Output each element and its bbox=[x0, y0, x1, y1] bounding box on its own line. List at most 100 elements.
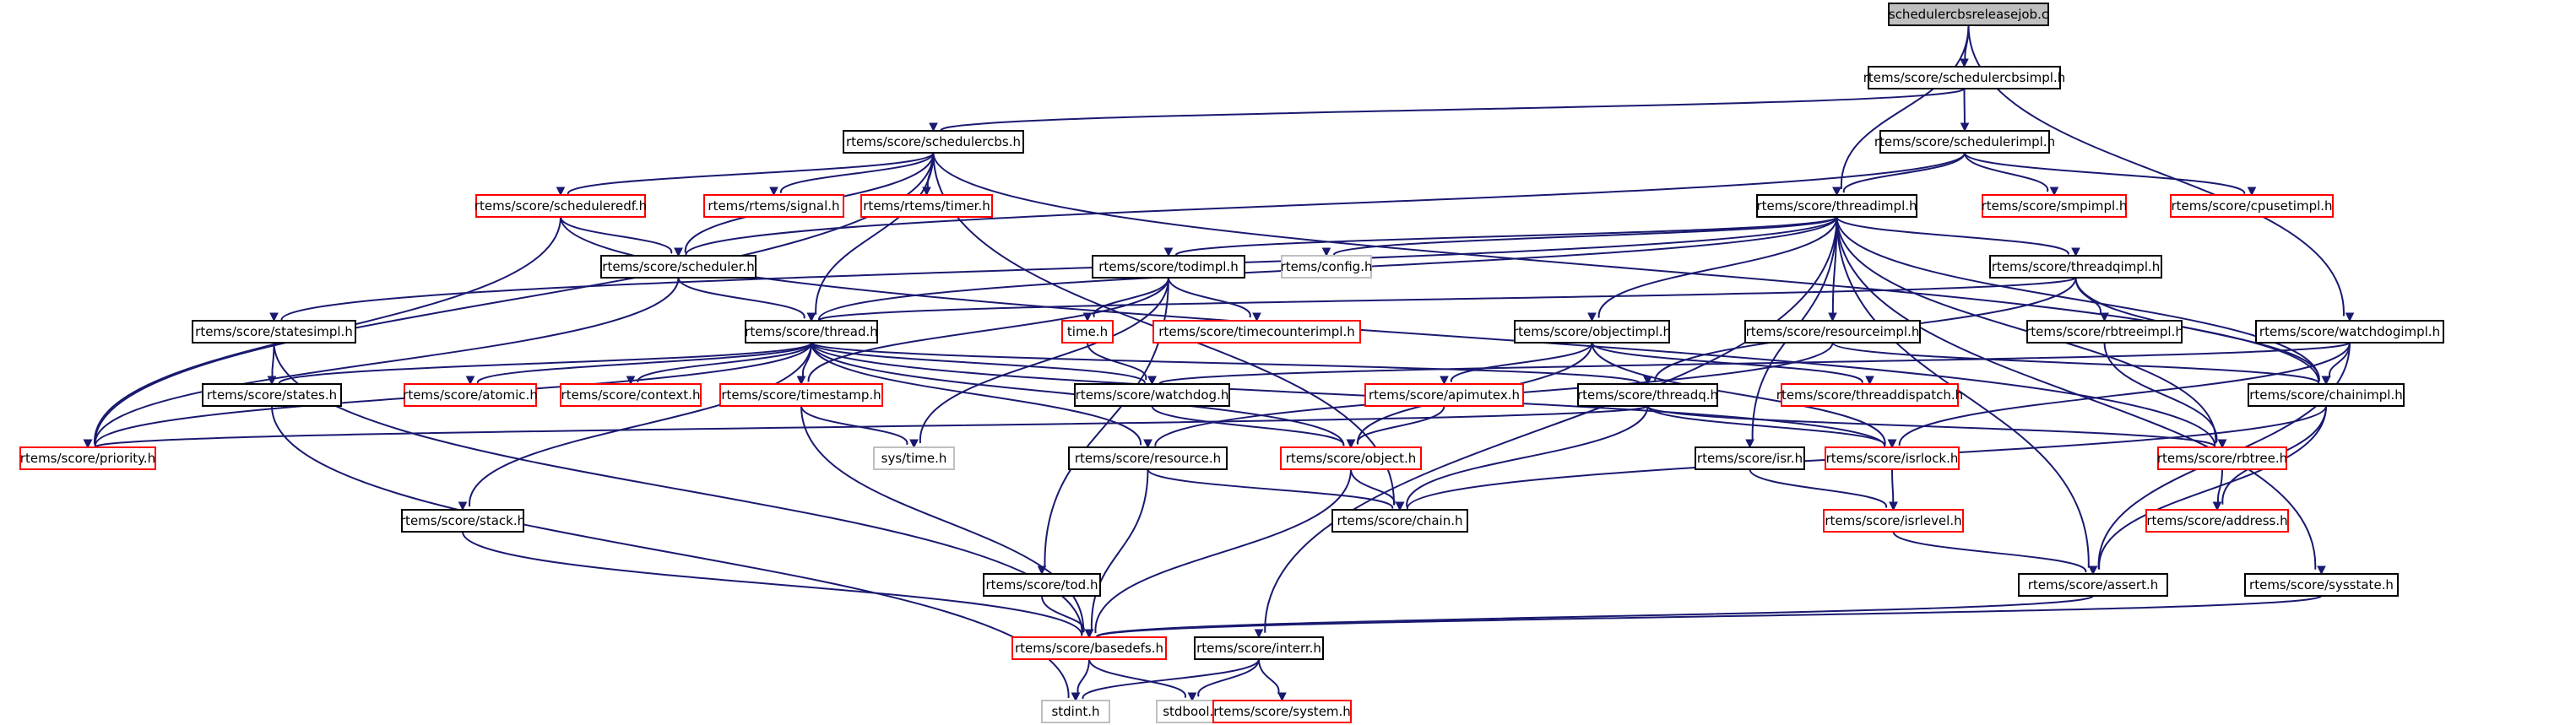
node-thread[interactable]: rtems/score/thread.h bbox=[745, 320, 878, 344]
node-label: rtems/score/statesimpl.h bbox=[195, 324, 353, 339]
node-box bbox=[1364, 383, 1524, 407]
node-box bbox=[2145, 509, 2289, 533]
node-scheduler[interactable]: rtems/score/scheduler.h bbox=[600, 255, 757, 279]
node-rbtree[interactable]: rtems/score/rbtree.h bbox=[2157, 446, 2287, 470]
node-label: rtems/score/thread.h bbox=[745, 324, 878, 339]
node-label: rtems/score/scheduleredf.h bbox=[475, 198, 647, 214]
node-address[interactable]: rtems/score/address.h bbox=[2145, 509, 2289, 533]
node-box bbox=[1868, 66, 2061, 89]
node-rbtreeimpl[interactable]: rtems/score/rbtreeimpl.h bbox=[2026, 320, 2183, 344]
node-object[interactable]: rtems/score/object.h bbox=[1280, 446, 1422, 470]
node-threaddispatch[interactable]: rtems/score/threaddispatch.h bbox=[1776, 383, 1963, 407]
node-smpimpl[interactable]: rtems/score/smpimpl.h bbox=[1982, 194, 2128, 218]
edge-line bbox=[1151, 405, 1345, 446]
node-timecounterimpl[interactable]: rtems/score/timecounterimpl.h bbox=[1152, 320, 1361, 344]
edge-line bbox=[94, 405, 1649, 448]
node-schedulercbsimpl[interactable]: rtems/score/schedulercbsimpl.h bbox=[1863, 66, 2066, 89]
node-signal[interactable]: rtems/rtems/signal.h bbox=[703, 194, 844, 218]
arrowhead bbox=[458, 501, 468, 511]
node-box bbox=[719, 383, 883, 407]
arrowhead bbox=[1745, 439, 1754, 449]
node-watchdog[interactable]: rtems/score/watchdog.h bbox=[1074, 383, 1230, 407]
node-apimutex[interactable]: rtems/score/apimutex.h bbox=[1364, 383, 1524, 407]
edge-threadq-to-rbtree bbox=[1646, 405, 2227, 449]
node-isrlock[interactable]: rtems/score/isrlock.h bbox=[1825, 446, 1960, 470]
node-box bbox=[1982, 194, 2127, 218]
node-label: stdbool.h bbox=[1163, 704, 1222, 719]
arrowhead bbox=[556, 187, 566, 197]
edge-schedulerimpl-to-cpusetimpl bbox=[1964, 152, 2257, 197]
edge-object-to-chain bbox=[1350, 468, 1405, 511]
node-schedulercbs[interactable]: rtems/score/schedulercbs.h bbox=[843, 130, 1024, 154]
edge-line bbox=[94, 277, 680, 446]
node-timestamp[interactable]: rtems/score/timestamp.h bbox=[719, 383, 883, 407]
node-system[interactable]: rtems/score/system.h bbox=[1212, 700, 1352, 723]
node-assert[interactable]: rtems/score/assert.h bbox=[2018, 573, 2168, 597]
edge-schedulercbsimpl-to-schedulerimpl bbox=[1960, 88, 1970, 133]
node-atomic[interactable]: rtems/score/atomic.h bbox=[403, 383, 538, 407]
arrowhead bbox=[83, 439, 93, 449]
node-chainimpl[interactable]: rtems/score/chainimpl.h bbox=[2248, 383, 2405, 407]
node-objectimpl[interactable]: rtems/score/objectimpl.h bbox=[1513, 320, 1671, 344]
node-sysstate[interactable]: rtems/score/sysstate.h bbox=[2244, 573, 2399, 597]
node-box bbox=[860, 194, 993, 218]
node-states[interactable]: rtems/score/states.h bbox=[202, 383, 342, 407]
node-basedefs[interactable]: rtems/score/basedefs.h bbox=[1011, 636, 1167, 660]
node-schedulerimpl[interactable]: rtems/score/schedulerimpl.h bbox=[1874, 130, 2055, 154]
edge-threadimpl-to-objectimpl bbox=[1587, 216, 1838, 322]
node-label: rtems/config.h bbox=[1281, 259, 1373, 274]
arrowhead bbox=[1147, 376, 1157, 386]
node-stack[interactable]: rtems/score/stack.h bbox=[400, 509, 525, 533]
node-priority[interactable]: rtems/score/priority.h bbox=[19, 446, 156, 470]
arrowhead bbox=[1587, 312, 1597, 322]
arrowhead bbox=[267, 376, 277, 386]
edge-line bbox=[800, 405, 908, 446]
edge-threadimpl-to-todimpl bbox=[1163, 216, 1838, 257]
node-timer[interactable]: rtems/rtems/timer.h bbox=[860, 194, 993, 218]
node-threadqimpl[interactable]: rtems/score/threadqimpl.h bbox=[1989, 255, 2162, 279]
node-label: rtems/score/resourceimpl.h bbox=[1746, 324, 1920, 339]
node-watchdogimpl[interactable]: rtems/score/watchdogimpl.h bbox=[2255, 320, 2444, 344]
node-isr[interactable]: rtems/score/isr.h bbox=[1695, 446, 1805, 470]
node-label: rtems/score/scheduler.h bbox=[602, 259, 754, 274]
node-statesimpl[interactable]: rtems/score/statesimpl.h bbox=[192, 320, 356, 344]
edge-schedulercbsimpl-to-schedulercbs bbox=[929, 88, 1966, 133]
node-threadimpl[interactable]: rtems/score/threadimpl.h bbox=[1756, 194, 1917, 218]
node-box bbox=[1756, 194, 1917, 218]
node-layer: schedulercbsreleasejob.crtems/score/sche… bbox=[19, 3, 2444, 723]
node-label: rtems/score/chainimpl.h bbox=[2249, 387, 2402, 403]
arrowhead bbox=[1887, 439, 1897, 449]
node-interr[interactable]: rtems/score/interr.h bbox=[1194, 636, 1324, 660]
edge-root-to-threadimpl bbox=[1832, 24, 1970, 197]
node-box bbox=[192, 320, 356, 344]
edge-watchdogimpl-to-watchdog bbox=[1147, 342, 2351, 386]
node-scheduleredf[interactable]: rtems/score/scheduleredf.h bbox=[475, 194, 647, 218]
node-box bbox=[1068, 446, 1228, 470]
node-isrlevel[interactable]: rtems/score/isrlevel.h bbox=[1823, 509, 1964, 533]
node-stdint: stdint.h bbox=[1041, 700, 1110, 723]
node-threadq[interactable]: rtems/score/threadq.h bbox=[1577, 383, 1718, 407]
edge-line bbox=[677, 277, 805, 319]
node-todimpl[interactable]: rtems/score/todimpl.h bbox=[1092, 255, 1245, 279]
edge-threadq-to-isrlock bbox=[1646, 405, 1897, 449]
arrowhead bbox=[2321, 376, 2331, 386]
node-chain[interactable]: rtems/score/chain.h bbox=[1331, 509, 1468, 533]
node-resourceimpl[interactable]: rtems/score/resourceimpl.h bbox=[1744, 320, 1921, 344]
node-time[interactable]: time.h bbox=[1061, 320, 1114, 344]
edge-line bbox=[1258, 658, 1280, 695]
node-label: rtems/score/system.h bbox=[1213, 704, 1351, 719]
node-resource[interactable]: rtems/score/resource.h bbox=[1068, 446, 1228, 470]
node-tod[interactable]: rtems/score/tod.h bbox=[983, 573, 1101, 597]
arrowhead bbox=[1889, 501, 1898, 511]
edge-line bbox=[1749, 468, 1887, 508]
edge-line bbox=[2103, 342, 2218, 443]
node-context[interactable]: rtems/score/context.h bbox=[560, 383, 702, 407]
node-label: rtems/score/sysstate.h bbox=[2249, 577, 2394, 592]
edge-rbtree-to-address bbox=[2212, 468, 2223, 511]
arrowhead bbox=[1187, 692, 1197, 702]
node-label: rtems/score/threaddispatch.h bbox=[1776, 387, 1963, 403]
node-label: rtems/rtems/signal.h bbox=[708, 198, 839, 214]
node-cpusetimpl[interactable]: rtems/score/cpusetimpl.h bbox=[2170, 194, 2334, 218]
